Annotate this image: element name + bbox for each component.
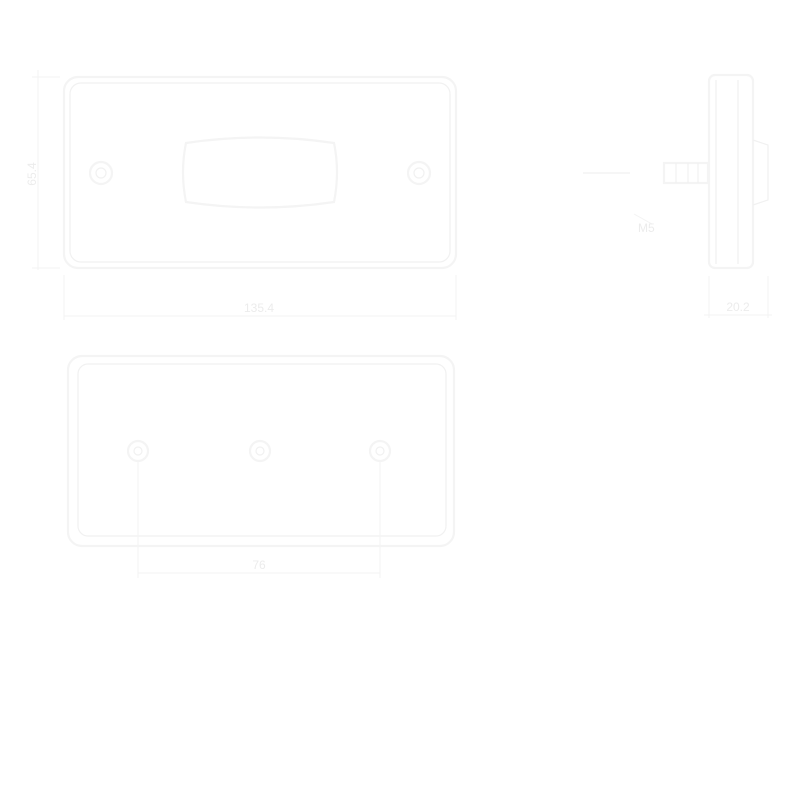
- left-mount-hole: [126, 439, 150, 463]
- width-dimension: 135.4: [63, 275, 457, 320]
- thread-label: M5: [638, 221, 655, 235]
- height-dimension: 65.4: [25, 70, 60, 270]
- bottom-view: 76: [66, 354, 456, 578]
- bottom-outer-outline: [66, 354, 456, 548]
- spacing-dimension-label: 76: [252, 558, 266, 572]
- side-rear-protrusion: [752, 139, 769, 206]
- spacing-dimension: 76: [137, 462, 381, 578]
- depth-dimension: 20.2: [704, 276, 772, 318]
- left-screw-hole: [88, 160, 114, 186]
- front-window-cutout: [181, 136, 339, 209]
- thread-leader: [633, 213, 653, 225]
- depth-dimension-label: 20.2: [726, 300, 750, 314]
- front-outer-outline: [62, 75, 458, 270]
- height-dimension-label: 65.4: [25, 162, 39, 186]
- front-view: 65.4 135.4: [25, 70, 458, 320]
- center-mount-hole: [248, 439, 272, 463]
- right-screw-hole: [406, 160, 432, 186]
- right-mount-hole: [368, 439, 392, 463]
- side-view: M5 20.2: [583, 73, 772, 318]
- width-dimension-label: 135.4: [244, 301, 274, 315]
- bottom-inner-outline: [77, 363, 447, 537]
- front-inner-outline: [69, 82, 451, 263]
- bolt-thread: [662, 161, 710, 185]
